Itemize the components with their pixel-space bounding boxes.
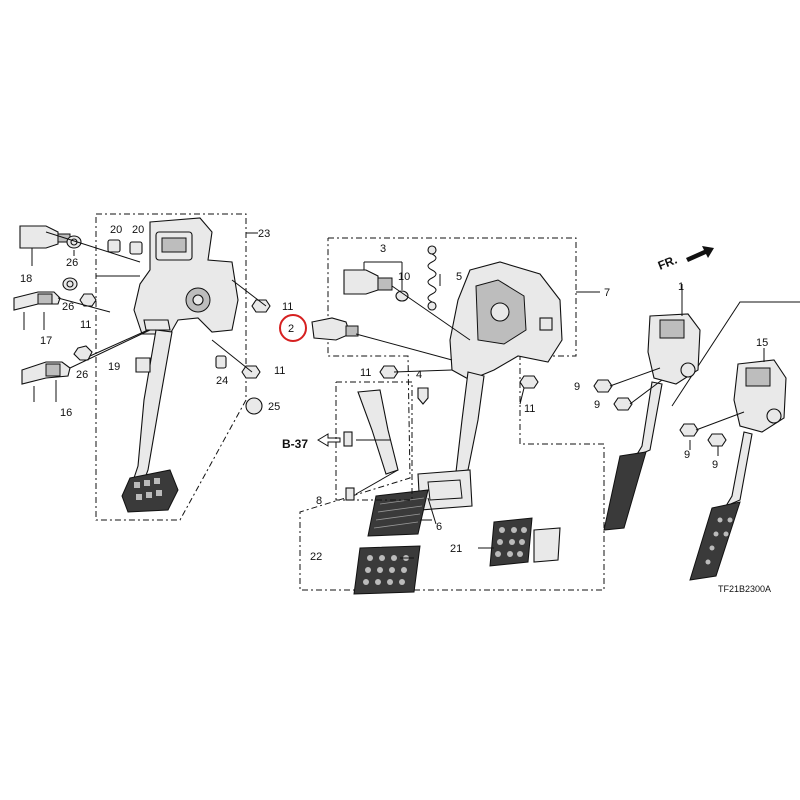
switch-17 [13,291,61,311]
callout-21: 21 [450,543,462,555]
clutch-pad-rubber-22 [353,545,421,595]
spring-5 [427,245,437,311]
callout-6: 6 [436,521,442,533]
clip-24 [215,355,227,369]
callout-10: 10 [398,271,410,283]
accel-pad-1 [603,451,647,531]
callout-20b: 20 [132,224,144,236]
bolt-8-upper [343,431,353,447]
front-arrow-icon [686,246,714,262]
callout-24: 24 [216,375,228,387]
clip-4 [417,387,429,405]
nut-10 [395,290,409,302]
brake-pad-rubber-6 [367,489,429,537]
nut-9c [679,423,699,437]
nut-9b [613,397,633,411]
bolt-8 [345,487,355,501]
bushing-20a [107,239,121,253]
clutch-arm [131,329,173,487]
front-label: FR. [656,253,679,273]
brake-pedal-group [299,237,605,595]
front-marker: FR. [656,246,714,273]
callout-23: 23 [258,228,270,240]
pin-19 [135,357,151,373]
nut-9d [707,433,727,447]
callout-5: 5 [456,271,462,283]
middle-callouts: 2 3 10 5 7 11 4 11 8 6 22 21 [288,243,610,563]
pad-cover [533,527,561,563]
callout-4: 4 [416,369,422,381]
callout-1: 1 [678,281,684,293]
callout-9c: 9 [684,449,690,461]
callout-17: 17 [40,335,52,347]
reference-label: B-37 [282,437,308,451]
switch-3 [343,269,379,295]
brake-arm [455,371,485,473]
accelerator-group [593,284,800,581]
bracket-7 [299,237,605,591]
callout-11c: 11 [274,365,285,377]
callout-26c: 26 [76,369,88,381]
callout-26b: 26 [62,301,74,313]
nut-9a [593,379,613,393]
callout-25: 25 [268,401,280,413]
callout-8: 8 [316,495,322,507]
stopper-25 [245,397,263,415]
nut-11c [241,365,261,379]
callout-26a: 26 [66,257,78,269]
callout-11e: 11 [524,403,535,415]
reference-arrow-icon [317,433,341,447]
sensor-2 [311,317,351,341]
nut-11-left [79,293,97,307]
callout-9a: 9 [574,381,580,393]
diagram-code: TF21B2300A [718,584,771,594]
callout-7: 7 [604,287,610,299]
clutch-pad [121,469,179,513]
sub-bracket [335,381,413,501]
callout-16: 16 [60,407,72,419]
accel-arm-15 [724,431,753,508]
callout-3: 3 [380,243,386,255]
nut-11d [379,365,399,379]
callout-11d: 11 [360,367,371,379]
mount-plate [357,389,399,475]
reference-b37: B-37 [282,433,341,451]
callout-11a: 11 [80,319,91,331]
callout-18: 18 [20,273,32,285]
nut-11b [251,299,271,313]
nut-11e [519,375,539,389]
callout-19: 19 [108,361,120,373]
clutch-pedal-group [95,213,258,521]
callout-22: 22 [310,551,322,563]
callout-9d: 9 [712,459,718,471]
bushing-20b [129,241,143,255]
callout-20a: 20 [110,224,122,236]
nut-26c [73,345,93,361]
callout-9b: 9 [594,399,600,411]
callout-11b: 11 [282,301,293,313]
left-callouts: 18 26 20 20 26 11 17 26 16 19 24 25 23 1… [20,224,293,419]
accel-arm-1 [634,381,663,458]
highlight-circle [279,314,307,342]
right-callouts: 1 15 9 9 9 9 [574,281,768,471]
switch-18 [19,225,59,249]
accel-pad-15 [689,501,741,581]
bracket-23 [95,213,247,521]
left-switches [13,225,271,415]
callout-2: 2 [288,323,294,335]
callout-15: 15 [756,337,768,349]
